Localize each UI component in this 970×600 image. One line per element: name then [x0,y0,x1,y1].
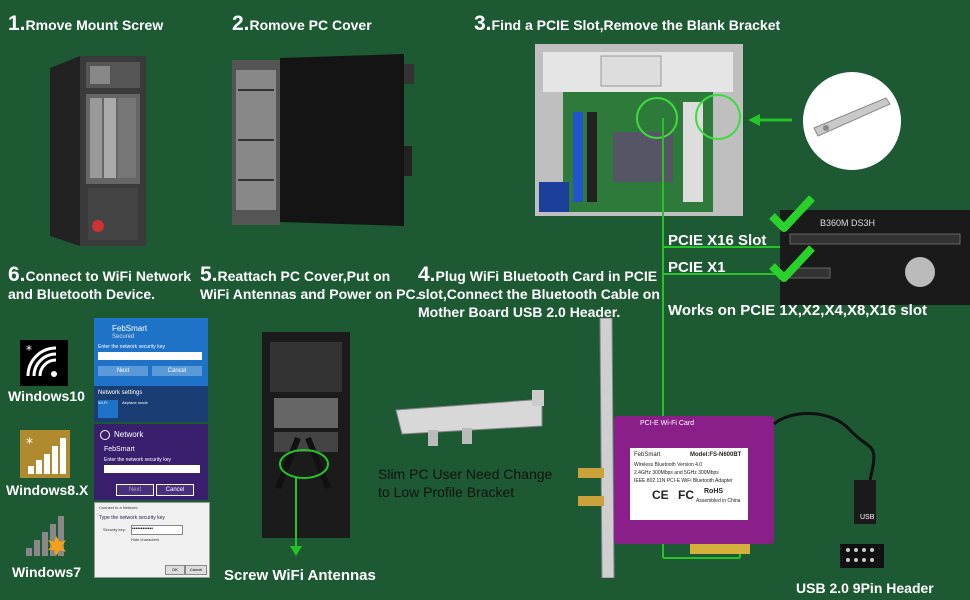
low-profile-bracket-image [395,390,544,446]
wifi-status: Secured [112,334,135,340]
step-3-title: 3.Find a PCIE Slot,Remove the Blank Brac… [474,12,780,36]
step-text: Find a PCIE Slot,Remove the Blank Bracke… [491,17,781,33]
step-number: 1. [8,12,26,35]
svg-text:*: * [26,343,32,357]
network-settings-link[interactable]: Network settings [98,390,143,396]
wifi-bluetooth-card-image [578,318,774,578]
next-button[interactable]: Next [98,366,148,376]
step-5-title: 5.Reattach PC Cover,Put on WiFi Antennas… [200,263,420,303]
open-case-motherboard-image [535,44,743,216]
card-rohs-mark: RoHS [704,488,724,495]
bracket-note-line1: Slim PC User Need Change [378,466,553,482]
ok-button[interactable]: OK [165,565,185,575]
windows10-wifi-icon: * [20,340,68,386]
security-key-label: Security key: [103,527,126,532]
pcie-slot-closeup-image: B360M DS3H [780,210,970,305]
check-icon [769,195,815,232]
step-text-line2: and Bluetooth Device. [8,286,156,302]
windows7-label: Windows7 [12,564,82,580]
card-spec3: IEEE 802.11N PCI-E WiFi Bluetooth Adapte… [634,478,733,484]
pc-tower-with-antennas-image [262,332,350,556]
blank-bracket-image [803,72,901,170]
arrow-left-icon [748,114,792,126]
step-4-title: 4.Plug WiFi Bluetooth Card in PCIE slot,… [418,263,660,321]
step-number: 5. [200,263,218,286]
step-text-line3: Mother Board USB 2.0 Header. [418,304,621,320]
check-icon [769,245,815,282]
step-number: 4. [418,263,436,286]
cancel-button[interactable]: Cancel [185,565,207,575]
bracket-note-line2: to Low Profile Bracket [378,484,515,500]
step-text: Rmove Mount Screw [25,17,164,33]
pcie-compat-label: Works on PCIE 1X,X2,X4,X8,X16 slot [668,302,927,319]
screw-antennas-label: Screw WiFi Antennas [224,567,376,584]
windows8-label: Windows8.X [6,482,89,498]
step-1-title: 1.Rmove Mount Screw [8,12,163,36]
board-model-text: B360M DS3H [820,218,875,228]
card-spec2: 2.4GHz 300Mbps and 5GHz 300Mbps [634,470,719,476]
step-number: 2. [232,12,250,35]
card-brand: FebSmart [634,452,661,458]
windows10-label: Windows10 [8,388,85,404]
usb-header-cable-image [773,412,884,568]
windows7-wifi-icon [26,516,66,556]
card-model: Model:FS-N600BT [690,452,742,458]
security-key-prompt: Enter the network security key [104,457,171,463]
hide-characters-checkbox[interactable]: Hide characters [131,537,160,542]
windows8-wifi-icon: * [20,430,70,478]
next-button[interactable]: Next [116,484,154,496]
security-key-input[interactable] [104,465,200,473]
step-text-line1: Plug WiFi Bluetooth Card in PCIE [435,268,658,284]
step-text-line2: WiFi Antennas and Power on PC. [200,286,420,302]
back-arrow-icon[interactable] [100,430,110,440]
step-text-line1: Reattach PC Cover,Put on [217,268,391,284]
step-2-title: 2.Romove PC Cover [232,12,372,36]
pcie-x16-label: PCIE X16 Slot [668,232,767,249]
pcie-x1-label: PCIE X1 [668,259,726,276]
cancel-button[interactable]: Cancel [152,366,202,376]
step-text-line1: Connect to WiFi Network [25,268,192,284]
cancel-button[interactable]: Cancel [156,484,194,496]
card-fc-mark: FC [678,488,694,502]
airplane-tile[interactable]: Airplane mode [122,400,148,405]
card-spec1: Wireless Bluetooth Version 4.0 [634,462,703,468]
step-text-line2: slot,Connect the Bluetooth Cable on [418,286,660,302]
card-top-text: PCI-E Wi-Fi Card [640,420,695,427]
usb-header-label: USB 2.0 9Pin Header [796,580,934,596]
security-key-input[interactable] [98,352,202,360]
step-number: 6. [8,263,26,286]
win7-network-dialog: Connect to a Network Type the network se… [94,502,210,578]
network-title: Network [114,430,144,439]
dialog-title: Connect to a Network [99,505,138,510]
security-key-prompt: Type the network security key [99,515,165,521]
usb-cable-label: USB [860,514,875,521]
pc-tower-back-image [50,56,146,246]
win10-network-panel: FebSmart Secured Enter the network secur… [94,318,208,422]
step-number: 3. [474,12,492,35]
wifi-network-name[interactable]: FebSmart [112,324,148,333]
security-key-input[interactable]: •••••••••••• [131,525,183,535]
network-settings-area: Network settings Wi-Fi Airplane mode [94,386,208,422]
security-key-prompt: Enter the network security key [98,344,165,350]
wifi-network-name[interactable]: FebSmart [104,446,135,453]
card-ce-mark: CE [652,488,669,502]
svg-text:*: * [26,436,33,452]
bracket-note: Slim PC User Need Change to Low Profile … [378,465,552,501]
win8-network-panel: Network FebSmart Enter the network secur… [94,424,208,500]
card-assembled-text: Assembled in China [696,498,741,504]
step-6-title: 6.Connect to WiFi Network and Bluetooth … [8,263,192,303]
wifi-tile[interactable]: Wi-Fi [98,400,118,418]
step-text: Romove PC Cover [249,17,372,33]
pc-cover-removed-image [232,54,414,226]
card-slot-text: PCI-E X1 [705,514,726,520]
